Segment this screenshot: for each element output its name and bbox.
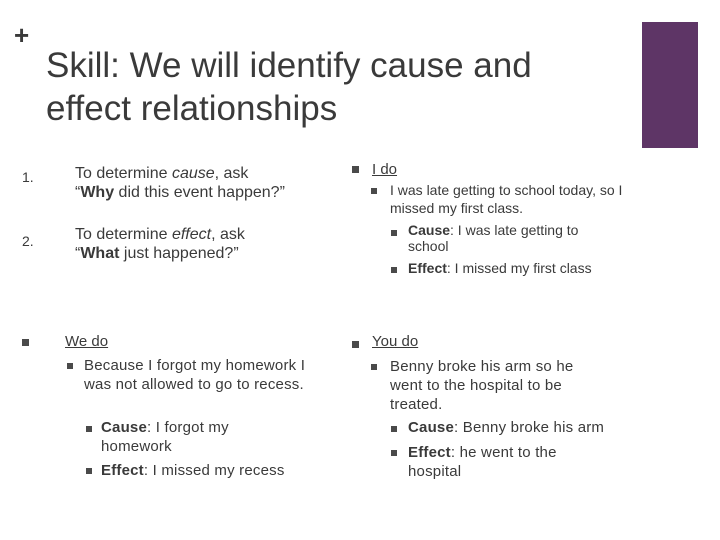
cause-text: : I forgot my homework xyxy=(101,419,229,455)
cause-label: Cause xyxy=(101,419,148,436)
you-do-effect: Effect: he went to the hospital xyxy=(408,443,588,481)
q2-rest: just happened?” xyxy=(119,245,239,262)
effect-question: To determine effect, ask “What just happ… xyxy=(75,225,325,263)
effect-label: Effect xyxy=(408,260,447,276)
you-do-heading: You do xyxy=(372,333,419,350)
you-do-sentence: Benny broke his arm so he went to the ho… xyxy=(390,358,574,413)
bullet-icon xyxy=(391,426,397,432)
cause-label: Cause xyxy=(408,222,451,238)
q2-open-quote: “ xyxy=(75,245,81,262)
q1-open-quote: “ xyxy=(75,184,81,201)
q2-term: effect xyxy=(171,226,212,243)
q2-bold: What xyxy=(80,245,120,262)
effect-text: : I missed my first class xyxy=(446,260,592,276)
effect-text: : he went to the hospital xyxy=(408,444,557,480)
i-do-heading: I do xyxy=(372,161,398,178)
left-column: 1. To determine cause, ask “Why did this… xyxy=(22,162,332,492)
accent-bar xyxy=(642,22,698,148)
effect-label: Effect xyxy=(101,462,144,479)
q1-rest: did this event happen?” xyxy=(114,184,285,201)
bullet-icon xyxy=(371,188,377,194)
i-do-effect: Effect: I missed my first class xyxy=(408,259,628,278)
effect-text: : I missed my recess xyxy=(143,462,285,479)
q2-text-post: , ask xyxy=(211,226,245,243)
bullet-icon xyxy=(352,341,359,348)
we-do-cause: Cause: I forgot my homework xyxy=(101,418,261,456)
q2-text-pre: To determine xyxy=(75,226,172,243)
list-number-2: 2. xyxy=(22,233,34,249)
bullet-icon xyxy=(86,468,92,474)
bullet-icon xyxy=(22,339,29,346)
cause-text: : I was late getting to school xyxy=(408,222,579,254)
you-do-cause: Cause: Benny broke his arm xyxy=(408,418,638,437)
q1-bold: Why xyxy=(80,184,115,201)
q1-term: cause xyxy=(171,165,215,182)
cause-label: Cause xyxy=(408,419,455,436)
i-do-sentence: I was late getting to school today, so I… xyxy=(390,182,623,216)
bullet-icon xyxy=(391,230,397,236)
plus-icon: + xyxy=(14,20,30,50)
bullet-icon xyxy=(352,166,359,173)
q1-text-pre: To determine xyxy=(75,165,172,182)
bullet-icon xyxy=(371,364,377,370)
bullet-icon xyxy=(86,426,92,432)
we-do-sentence: Because I forgot my homework I was not a… xyxy=(84,357,306,393)
i-do-cause: Cause: I was late getting to school xyxy=(408,222,608,254)
q1-text-post: , ask xyxy=(214,165,249,182)
list-number-1: 1. xyxy=(22,169,34,185)
bullet-icon xyxy=(67,363,73,369)
we-do-heading: We do xyxy=(65,333,109,350)
bullet-icon xyxy=(391,450,397,456)
cause-question: To determine cause, ask “Why did this ev… xyxy=(75,164,325,202)
slide-title: Skill: We will identify cause and effect… xyxy=(46,46,532,128)
effect-label: Effect xyxy=(408,444,451,461)
bullet-icon xyxy=(391,267,397,273)
we-do-effect: Effect: I missed my recess xyxy=(101,461,321,480)
right-column: I do I was late getting to school today,… xyxy=(352,160,652,490)
cause-text: : Benny broke his arm xyxy=(454,419,605,436)
